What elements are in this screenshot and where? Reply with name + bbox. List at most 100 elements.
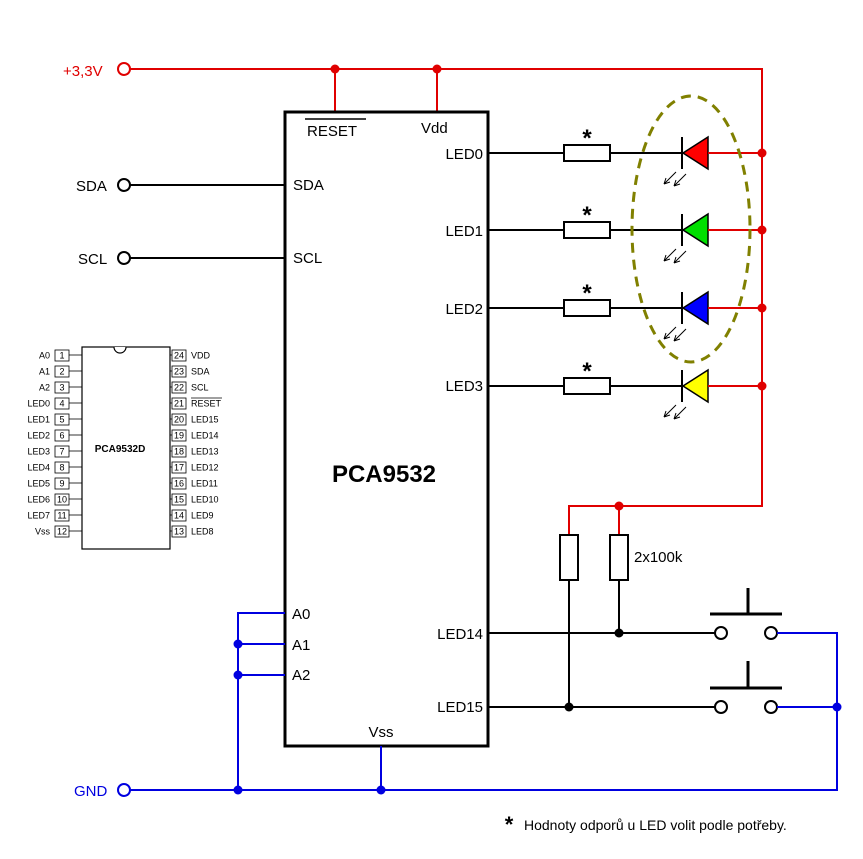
package-pin-name: LED1 bbox=[27, 415, 50, 425]
package-pin-box bbox=[171, 509, 187, 522]
gnd-net: GND bbox=[74, 612, 842, 800]
package-pin-box bbox=[171, 493, 187, 506]
package-pin-box bbox=[171, 413, 187, 426]
pin-a2-label: A2 bbox=[292, 667, 310, 684]
pin-scl-label: SCL bbox=[293, 250, 322, 267]
package-pin-box bbox=[54, 429, 70, 442]
sda-terminal-label: SDA bbox=[76, 178, 107, 195]
package-pin-number: 21 bbox=[174, 399, 184, 409]
package-pin-name: LED9 bbox=[191, 511, 214, 521]
gnd-label: GND bbox=[74, 783, 108, 800]
vcc-net: +3,3V bbox=[63, 62, 763, 535]
footnote-text: Hodnoty odporů u LED volit podle potřeby… bbox=[524, 817, 787, 833]
package-pin-name: LED0 bbox=[27, 399, 50, 409]
package-pin-name: LED7 bbox=[27, 511, 50, 521]
package-left-pins: 1A02A13A24LED05LED16LED27LED38LED49LED51… bbox=[27, 349, 82, 538]
pin-led1-label: LED1 bbox=[445, 223, 483, 240]
package-pin-name: LED2 bbox=[27, 431, 50, 441]
led0-light-arrows-icon bbox=[663, 171, 687, 187]
pin-led0-label: LED0 bbox=[445, 146, 483, 163]
package-pin-number: 12 bbox=[57, 527, 67, 537]
package-pin-box bbox=[54, 381, 70, 394]
button2-actuator bbox=[710, 661, 782, 690]
footnote-star: * bbox=[505, 812, 514, 837]
package-pin-number: 15 bbox=[174, 495, 184, 505]
package-pin-box bbox=[54, 349, 70, 362]
package-pin-name: LED6 bbox=[27, 495, 50, 505]
pullup-junction bbox=[614, 501, 624, 511]
gnd-a0-wire bbox=[237, 612, 285, 790]
led15-junction bbox=[564, 702, 574, 712]
vcc-terminal bbox=[117, 62, 131, 76]
led2-anode-junction bbox=[757, 303, 767, 313]
package-pin-number: 18 bbox=[174, 447, 184, 457]
package-pin-number: 22 bbox=[174, 383, 184, 393]
gnd-terminal bbox=[117, 783, 131, 797]
package-pin-box bbox=[54, 365, 70, 378]
pin-a0-label: A0 bbox=[292, 606, 310, 623]
package-pin-box bbox=[54, 509, 70, 522]
led3-resistor bbox=[563, 377, 611, 395]
package-pin-box bbox=[171, 461, 187, 474]
pullup-value-label: 2x100k bbox=[634, 549, 683, 566]
package-pinout: PCA9532D 1A02A13A24LED05LED16LED27LED38L… bbox=[27, 346, 222, 550]
rgb-led-highlight-ellipse bbox=[630, 94, 752, 364]
package-pin-name: LED3 bbox=[27, 447, 50, 457]
package-pin-box bbox=[54, 397, 70, 410]
package-pin-box bbox=[171, 445, 187, 458]
chip-name: PCA9532 bbox=[332, 461, 436, 488]
package-pin-box bbox=[54, 525, 70, 538]
package-pin-box bbox=[171, 477, 187, 490]
led-channel-3: * bbox=[488, 358, 767, 420]
package-pin-name: Vss bbox=[35, 527, 51, 537]
package-pin-name: A0 bbox=[39, 351, 50, 361]
chip-body bbox=[283, 110, 490, 748]
led1-resistor-star: * bbox=[582, 202, 592, 229]
package-pin-number: 3 bbox=[59, 383, 64, 393]
package-pin-number: 20 bbox=[174, 415, 184, 425]
gnd-address-junction bbox=[233, 785, 243, 795]
package-pin-box bbox=[54, 493, 70, 506]
pin-led14-label: LED14 bbox=[437, 626, 483, 643]
pin-led15-label: LED15 bbox=[437, 699, 483, 716]
bus-lines: SDA SCL bbox=[76, 178, 285, 268]
pin-a1-label: A1 bbox=[292, 637, 310, 654]
package-pin-number: 13 bbox=[174, 527, 184, 537]
package-pin-name: LED14 bbox=[191, 431, 219, 441]
button2-contact-left bbox=[714, 700, 728, 714]
led0-resistor bbox=[563, 144, 611, 162]
scl-terminal bbox=[117, 251, 131, 265]
package-pin-number: 8 bbox=[59, 463, 64, 473]
button-inputs: 2x100k bbox=[488, 534, 782, 714]
vcc-to-pullup-wire bbox=[568, 386, 763, 535]
package-pin-number: 19 bbox=[174, 431, 184, 441]
package-pin-name: RESET bbox=[191, 399, 222, 409]
led1-light-arrows-icon bbox=[663, 248, 687, 264]
gnd-a2-junction bbox=[233, 670, 243, 680]
package-pin-box bbox=[171, 525, 187, 538]
footnote: * Hodnoty odporů u LED volit podle potře… bbox=[505, 812, 787, 837]
led-channel-2: * bbox=[488, 280, 767, 342]
package-pin-name: VDD bbox=[191, 351, 211, 361]
package-pin-name: LED8 bbox=[191, 527, 214, 537]
led14-junction bbox=[614, 628, 624, 638]
package-pin-box bbox=[54, 413, 70, 426]
package-pin-name: LED10 bbox=[191, 495, 219, 505]
pca9532-chip: PCA9532 RESET Vdd SDA SCL A0 A1 A2 LED0 … bbox=[283, 110, 490, 748]
led0-resistor-star: * bbox=[582, 125, 592, 152]
gnd-a1-junction bbox=[233, 639, 243, 649]
sda-terminal bbox=[117, 178, 131, 192]
package-pin-name: LED4 bbox=[27, 463, 50, 473]
led-channel-0: * bbox=[488, 125, 767, 187]
package-pin-number: 23 bbox=[174, 367, 184, 377]
package-pin-name: LED11 bbox=[191, 479, 218, 489]
pullup-resistor-1 bbox=[559, 534, 579, 581]
package-pin-number: 2 bbox=[59, 367, 64, 377]
package-pin-number: 14 bbox=[174, 511, 184, 521]
package-pin-number: 4 bbox=[59, 399, 64, 409]
pin-led3-label: LED3 bbox=[445, 378, 483, 395]
led3-diode bbox=[681, 368, 709, 404]
button2-contact-right bbox=[764, 700, 778, 714]
button1-actuator bbox=[710, 588, 782, 616]
